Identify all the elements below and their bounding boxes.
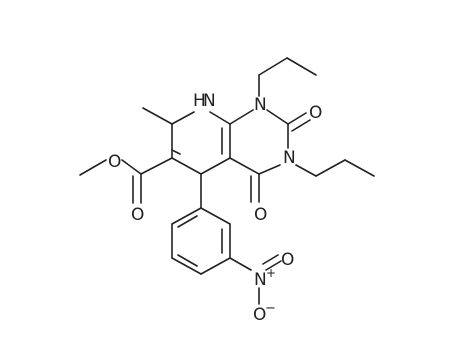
bond bbox=[295, 164, 317, 177]
atom-labels: H N N O N O O O N + O O − bbox=[108, 91, 322, 325]
atom-n-nitro: N bbox=[254, 270, 267, 290]
atom-n3: N bbox=[283, 148, 296, 168]
bond bbox=[266, 109, 289, 125]
bonds bbox=[79, 57, 375, 305]
atom-o-ester-double: O bbox=[131, 205, 144, 225]
atom-o-ester-single: O bbox=[108, 152, 121, 172]
atom-o-nitro-charge: − bbox=[265, 301, 276, 316]
bond bbox=[121, 159, 142, 175]
bond bbox=[200, 207, 231, 225]
bond bbox=[171, 157, 202, 175]
atom-n-nitro-charge: + bbox=[266, 266, 276, 280]
bond bbox=[177, 215, 198, 228]
atom-nh-h: H bbox=[193, 91, 206, 111]
bond bbox=[209, 111, 231, 125]
bond bbox=[171, 149, 181, 155]
atom-n8: N bbox=[203, 91, 216, 111]
bond bbox=[344, 159, 375, 177]
atom-o-c4: O bbox=[254, 205, 267, 225]
bond bbox=[171, 111, 195, 125]
bond bbox=[265, 260, 282, 271]
atom-o-nitro-bottom: O bbox=[253, 305, 266, 325]
atom-o-c2: O bbox=[309, 103, 322, 123]
bond bbox=[142, 107, 173, 125]
bond bbox=[140, 157, 173, 175]
bond bbox=[200, 257, 231, 275]
atom-o-nitro-top: O bbox=[281, 250, 294, 270]
bond bbox=[200, 157, 231, 175]
bond bbox=[177, 254, 198, 267]
bond bbox=[291, 119, 311, 132]
bond bbox=[171, 257, 202, 275]
bond bbox=[315, 159, 346, 177]
bond bbox=[79, 159, 107, 176]
bond bbox=[286, 57, 317, 76]
bond bbox=[258, 164, 281, 175]
bond bbox=[229, 257, 252, 271]
bond bbox=[262, 254, 279, 265]
bond bbox=[258, 57, 288, 76]
atom-n1: N bbox=[254, 95, 267, 115]
bond bbox=[287, 112, 307, 125]
bond bbox=[229, 109, 254, 125]
bond bbox=[171, 207, 202, 225]
bond bbox=[229, 157, 260, 175]
